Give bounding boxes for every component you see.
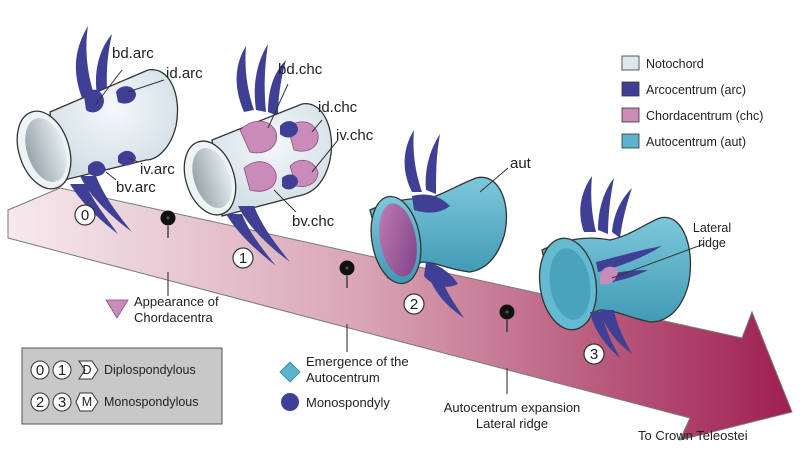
label-bv-arc: bv.arc <box>116 179 156 196</box>
legend-swatch-chordacentrum <box>621 107 640 123</box>
stage-marker-3: 3 <box>583 343 605 365</box>
label-id-chc: id.chc <box>318 99 358 116</box>
event-pin-2 <box>339 260 355 288</box>
autocentrum-diamond-icon <box>279 361 301 383</box>
label-iv-chc: iv.chc <box>336 127 374 144</box>
event-chordacentra-line1: Appearance of <box>134 294 219 309</box>
leader-lines <box>95 69 705 279</box>
label-bd-arc: bd.arc <box>112 45 154 62</box>
stage-2-vertebra <box>369 130 508 318</box>
key-num-3: 3 <box>58 394 66 411</box>
svg-text:0: 0 <box>81 207 89 224</box>
timeline-arrow <box>7 187 793 441</box>
legend-label-notochord: Notochord <box>646 57 704 71</box>
label-lateral-ridge-1: Lateral <box>693 221 731 235</box>
event-expansion-line2: Lateral ridge <box>476 416 548 431</box>
event-monospondyly: Monospondyly <box>306 395 390 410</box>
event-pin-1 <box>160 210 176 238</box>
label-lateral-ridge-2: ridge <box>698 236 726 250</box>
key-num-2: 2 <box>36 394 44 411</box>
destination-label: To Crown Teleostei <box>638 428 748 443</box>
stage-marker-2: 2 <box>403 293 425 315</box>
key-num-1: 1 <box>58 362 66 379</box>
legend-label-arcocentrum: Arcocentrum (arc) <box>646 83 746 97</box>
stage-1-vertebra <box>183 44 333 266</box>
event-pin-3 <box>499 304 515 332</box>
svg-text:1: 1 <box>239 250 247 267</box>
legend-label-autocentrum: Autocentrum (aut) <box>646 135 746 149</box>
label-bd-chc: bd.chc <box>278 61 323 78</box>
event-autocentrum-line1: Emergence of the <box>306 354 409 369</box>
svg-text:3: 3 <box>590 346 598 363</box>
key-monospondylous: Monospondylous <box>104 395 199 409</box>
stage-marker-0: 0 <box>74 204 96 226</box>
label-bv-chc: bv.chc <box>292 213 335 230</box>
legend-swatch-notochord <box>621 55 640 71</box>
event-drop-lines <box>167 272 508 394</box>
label-aut: aut <box>510 155 532 172</box>
key-letter-m: M <box>82 395 92 409</box>
svg-text:2: 2 <box>410 296 418 313</box>
chordacentra-triangle-icon <box>105 299 129 319</box>
key-num-0: 0 <box>36 362 44 379</box>
key-letter-d: D <box>82 363 91 377</box>
spondyly-key-box: 0 1 D Diplospondylous 2 3 M Monospondylo… <box>21 347 223 425</box>
legend-swatch-arcocentrum <box>621 81 640 97</box>
legend-label-chordacentrum: Chordacentrum (chc) <box>646 109 763 123</box>
stage-marker-1: 1 <box>232 247 254 269</box>
event-expansion-line1: Autocentrum expansion <box>444 400 581 415</box>
label-iv-arc: iv.arc <box>140 161 175 178</box>
legend-swatch-autocentrum <box>621 133 640 149</box>
event-autocentrum-line2: Autocentrum <box>306 370 380 385</box>
monospondyly-circle-icon <box>281 393 299 411</box>
color-legend: Notochord Arcocentrum (arc) Chordacentru… <box>621 55 763 149</box>
event-chordacentra-line2: Chordacentra <box>134 310 214 325</box>
key-diplospondylous: Diplospondylous <box>104 363 196 377</box>
label-id-arc: id.arc <box>166 65 203 82</box>
stage-3-vertebra <box>538 176 692 358</box>
